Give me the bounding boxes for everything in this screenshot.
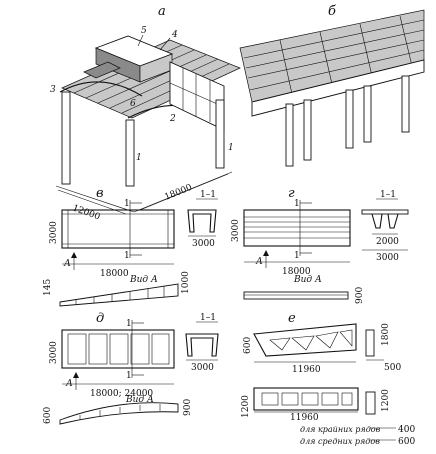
- slab-g-side-view: [243, 291, 349, 300]
- dim-span-label: 12000: [71, 203, 102, 222]
- roof-deck-ribs: [243, 15, 425, 95]
- leader-4: [159, 37, 171, 51]
- view-arrow-head-v: [71, 252, 77, 258]
- beam-end-section: [365, 391, 376, 415]
- dim-height-g: 3000: [231, 219, 241, 242]
- slab-d-side-view: [59, 402, 179, 425]
- panel-label-e: е: [288, 311, 296, 326]
- section-inner-g: 2000: [376, 237, 399, 247]
- truss-height: 600: [243, 337, 253, 354]
- column-mid-front: [125, 119, 135, 187]
- side-height-g: 900: [355, 287, 365, 304]
- callout-6: 6: [130, 99, 136, 109]
- panel-label-v: в: [96, 186, 104, 201]
- side-height-left-v: 145: [43, 279, 53, 296]
- truss-length: 11960: [292, 365, 321, 375]
- frame-columns: [285, 75, 410, 167]
- section-width-v: 3000: [192, 239, 215, 249]
- view-title-v: Вид А: [129, 275, 158, 285]
- slab-g-plan: [243, 209, 351, 247]
- view-arrow-head-d: [73, 372, 79, 378]
- truss-front: [59, 81, 143, 97]
- section-mark-d-top: 1: [126, 319, 132, 329]
- section-mark-g-top: 1: [294, 199, 300, 209]
- wall-window-grid: [169, 68, 225, 122]
- note-edge-value: 400: [398, 425, 415, 435]
- dim-height-d: 3000: [49, 341, 59, 364]
- section-flange-g: [361, 209, 409, 215]
- ground-line-left: [55, 185, 135, 213]
- side-height-left-d: 600: [43, 407, 53, 424]
- truss-right-height: 1800: [381, 323, 391, 346]
- section-title-d: 1–1: [200, 313, 216, 323]
- section-title-v: 1–1: [200, 190, 216, 200]
- frame-main-girder: [251, 59, 425, 117]
- slab-v-side-ribs: [75, 286, 165, 305]
- note-middle-rows: для средних рядов: [300, 437, 380, 446]
- beam-openings: [261, 392, 353, 406]
- view-arrow-head-g: [263, 250, 269, 256]
- callout-5: 5: [141, 26, 147, 36]
- slab-v-side-view: [59, 283, 179, 307]
- slab-v-plan: [61, 209, 175, 249]
- beam-outline: [253, 387, 359, 411]
- side-height-right-v: 1000: [181, 271, 191, 294]
- beam-length: 11960: [290, 413, 319, 423]
- dim-length-d: 18000; 24000: [90, 389, 153, 399]
- truss-outline: [253, 323, 357, 357]
- panel-d-vaulted-slab: д 1 1 А 3000 18000; 24000 1–1 3000 Вид А: [43, 311, 219, 425]
- panel-g-double-t-slab: г 1 1 А 3000 18000 1–1 2000 3000 Вид А: [231, 186, 409, 304]
- slab-d-plan: [61, 329, 175, 369]
- panel-label-d: д: [96, 311, 104, 326]
- view-title-g: Вид А: [293, 275, 322, 285]
- section-mark-d-bottom: 1: [126, 371, 132, 381]
- section-mark-g-bottom: 1: [294, 251, 300, 261]
- view-title-d: Вид А: [125, 395, 154, 405]
- panel-v-ribbed-slab: в 1 1 А 3000 18000 1–1 3000 Вид А: [43, 186, 218, 307]
- section-width-d: 3000: [191, 363, 214, 373]
- section-webs-g: [371, 213, 399, 229]
- callout-1-left: 1: [136, 153, 142, 163]
- note-middle-value: 600: [398, 437, 415, 447]
- crane-beam: [83, 61, 121, 79]
- callout-3: 3: [50, 85, 56, 95]
- panel-label-a: а: [158, 4, 166, 19]
- side-height-right-d: 900: [183, 399, 193, 416]
- callout-2: 2: [169, 114, 176, 124]
- panel-b-frame-pictorial: б: [239, 4, 425, 167]
- dim-line-length: [139, 173, 229, 211]
- slab-d-side-ribs: [79, 404, 161, 420]
- section-mark-v-top: 1: [124, 199, 130, 209]
- panel-e-truss-and-beam: е 600 11960 1800 500 1200 11960 1200: [241, 311, 415, 447]
- section-channel-v: [187, 209, 217, 233]
- section-channel-d: [185, 333, 219, 357]
- truss-end-section: [365, 329, 375, 357]
- column-left-front: [61, 91, 71, 185]
- section-title-g: 1–1: [380, 190, 396, 200]
- slab-d-panels: [67, 333, 170, 365]
- callout-1-right: 1: [228, 143, 234, 153]
- truss-right-width: 500: [384, 363, 401, 373]
- note-edge-rows: для крайних рядов: [300, 425, 381, 434]
- slab-g-longitudinal-ribs: [244, 216, 350, 239]
- dim-length-v: 18000: [100, 269, 129, 279]
- truss-web-openings: [269, 329, 353, 351]
- dim-height-v: 3000: [49, 221, 59, 244]
- panel-label-g: г: [288, 186, 295, 201]
- ground-line-right: [133, 171, 233, 213]
- beam-height-left: 1200: [241, 395, 251, 418]
- panel-label-b: б: [328, 4, 336, 19]
- dim-length-g: 18000: [282, 267, 311, 277]
- column-right-rear: [215, 99, 225, 169]
- section-outer-g: 3000: [376, 253, 399, 263]
- beam-height-right: 1200: [381, 389, 391, 412]
- section-mark-v-bottom: 1: [124, 251, 130, 261]
- callout-4: 4: [171, 30, 178, 40]
- leader-5: [137, 34, 144, 47]
- dim-length-label: 18000: [163, 183, 194, 203]
